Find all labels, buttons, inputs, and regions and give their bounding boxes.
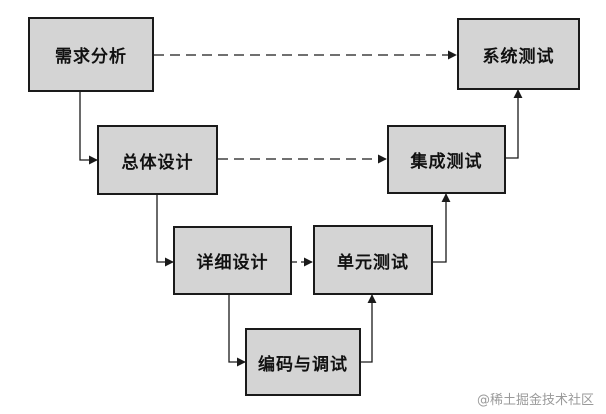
flow-arrow-coding-to-unit bbox=[361, 294, 377, 363]
flow-arrow-integration-to-system bbox=[506, 89, 523, 159]
box-coding-debugging: 编码与调试 bbox=[245, 328, 361, 396]
box-requirements-analysis: 需求分析 bbox=[28, 17, 154, 92]
box-system-testing: 系统测试 bbox=[457, 18, 580, 90]
flow-arrow-overall-to-detailed bbox=[156, 195, 174, 267]
box-unit-testing: 单元测试 bbox=[313, 225, 433, 295]
flow-arrow-unit-to-integration bbox=[433, 193, 451, 263]
flow-arrow-detailed-to-coding bbox=[228, 295, 246, 367]
flow-arrow-requirements-to-overall bbox=[79, 92, 98, 165]
box-integration-testing: 集成测试 bbox=[387, 125, 506, 194]
box-detailed-design: 详细设计 bbox=[173, 226, 292, 295]
box-overall-design: 总体设计 bbox=[97, 125, 218, 195]
watermark: @稀土掘金技术社区 bbox=[476, 393, 594, 408]
